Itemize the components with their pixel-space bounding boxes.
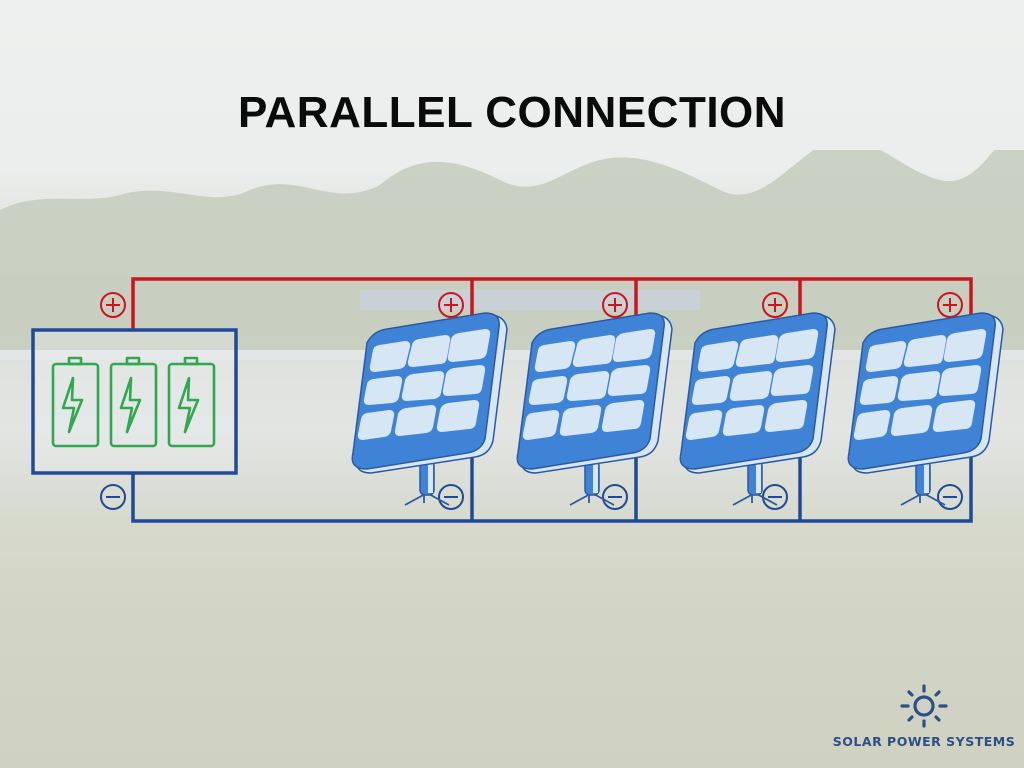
plus-icon [762,292,788,318]
brand-logo: SOLAR POWER SYSTEMS [826,684,1022,749]
minus-icon [438,484,464,510]
logo-text: SOLAR POWER SYSTEMS [832,734,1016,749]
minus-icon [762,484,788,510]
positive-wire [131,277,973,330]
battery-icon [167,356,216,448]
plus-icon [438,292,464,318]
solar-panel-3 [679,312,836,506]
positive-terminal-icons [100,292,963,318]
minus-icon [937,484,963,510]
sun-icon [900,684,948,728]
battery-icon [109,356,158,448]
solar-panel-2 [516,312,673,506]
solar-panel-1 [351,312,508,506]
plus-icon [100,292,126,318]
negative-terminal-icons [100,484,963,510]
minus-icon [602,484,628,510]
battery-bank [31,328,238,475]
plus-icon [937,292,963,318]
minus-icon [100,484,126,510]
page-title: PARALLEL CONNECTION [237,88,787,137]
solar-panel-4 [847,312,1004,506]
battery-icon [51,356,100,448]
plus-icon [602,292,628,318]
